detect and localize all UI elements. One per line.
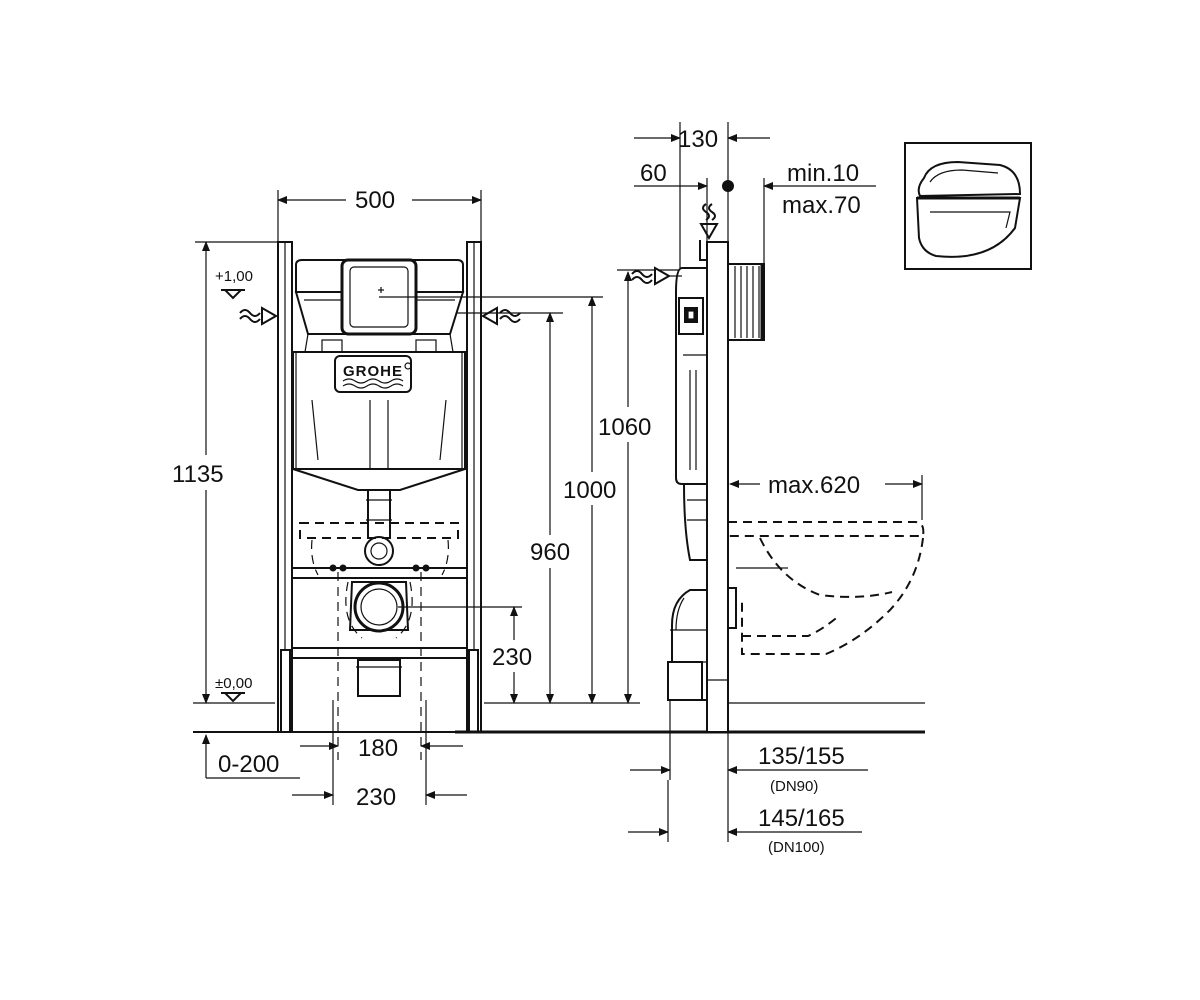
dim-drain-dn90: 135/155 (DN90) — [630, 700, 868, 842]
svg-text:1060: 1060 — [598, 414, 651, 441]
level-top-label: +1,00 — [215, 268, 253, 285]
dim-depth: 130 — [634, 122, 770, 268]
side-toilet-bowl-outline — [728, 521, 925, 655]
dim-flush-plate-height: 1000 — [563, 296, 616, 704]
svg-text:135/155: 135/155 — [758, 743, 845, 770]
drain-connector-front — [345, 581, 413, 697]
svg-text:(DN100): (DN100) — [768, 839, 825, 856]
dim-frame-width: 500 — [277, 187, 482, 242]
side-water-inlet — [631, 266, 682, 286]
level-marker-top — [222, 289, 244, 300]
water-inlet-left — [239, 306, 279, 326]
svg-text:1000: 1000 — [563, 477, 616, 504]
cistern — [292, 259, 466, 491]
front-view: GROHE — [172, 187, 705, 811]
dim-inlet-height: 1060 — [598, 271, 651, 704]
bowl-outline-front — [299, 522, 459, 539]
dim-drain-dn100: 145/165 (DN100) — [628, 780, 862, 856]
dim-frame-height: 1135 — [172, 241, 278, 704]
svg-text:(DN90): (DN90) — [770, 778, 818, 795]
svg-text:145/165: 145/165 — [758, 805, 845, 832]
svg-text:60: 60 — [640, 160, 667, 187]
grohe-logo: GROHE — [334, 355, 412, 393]
mounting-frame — [277, 241, 482, 733]
svg-text:130: 130 — [678, 126, 718, 153]
dim-outlet-width: 230 — [292, 700, 467, 811]
level-floor-label: ±0,00 — [215, 675, 252, 692]
wall-hung-toilet-icon — [904, 142, 1032, 270]
dim-projection: max.620 — [729, 472, 923, 520]
svg-text:230: 230 — [356, 784, 396, 811]
dim-inlet-offset: 60 — [634, 160, 734, 242]
svg-text:180: 180 — [358, 735, 398, 762]
level-marker-floor — [222, 692, 244, 703]
svg-text:min.10: min.10 — [787, 160, 859, 187]
logo-text: GROHE — [343, 363, 403, 380]
dim-drain-height: 230 — [492, 606, 532, 704]
dim-floor-adjust: 0-200 — [202, 734, 300, 779]
side-top-inlet — [699, 203, 719, 241]
water-inlet-right — [480, 306, 521, 326]
svg-text:max.620: max.620 — [768, 472, 860, 499]
side-drain-elbow — [667, 587, 737, 701]
dim-bolt-spacing: 180 — [300, 572, 463, 762]
side-cistern — [675, 240, 708, 561]
side-frame-post — [706, 241, 729, 733]
svg-text:max.70: max.70 — [782, 192, 861, 219]
side-flush-plate — [727, 263, 765, 341]
dim-cistern-height: 960 — [530, 312, 570, 704]
dim-wall-thickness: min.10 max.70 — [763, 160, 876, 264]
svg-text:1135: 1135 — [172, 461, 224, 488]
side-view: 130 60 min.10 max.70 max.620 — [455, 122, 925, 856]
flush-pipe — [364, 489, 394, 566]
svg-text:500: 500 — [355, 187, 395, 214]
svg-text:230: 230 — [492, 644, 532, 671]
svg-text:0-200: 0-200 — [218, 751, 279, 778]
svg-text:960: 960 — [530, 539, 570, 566]
mounting-bolts — [329, 564, 430, 572]
